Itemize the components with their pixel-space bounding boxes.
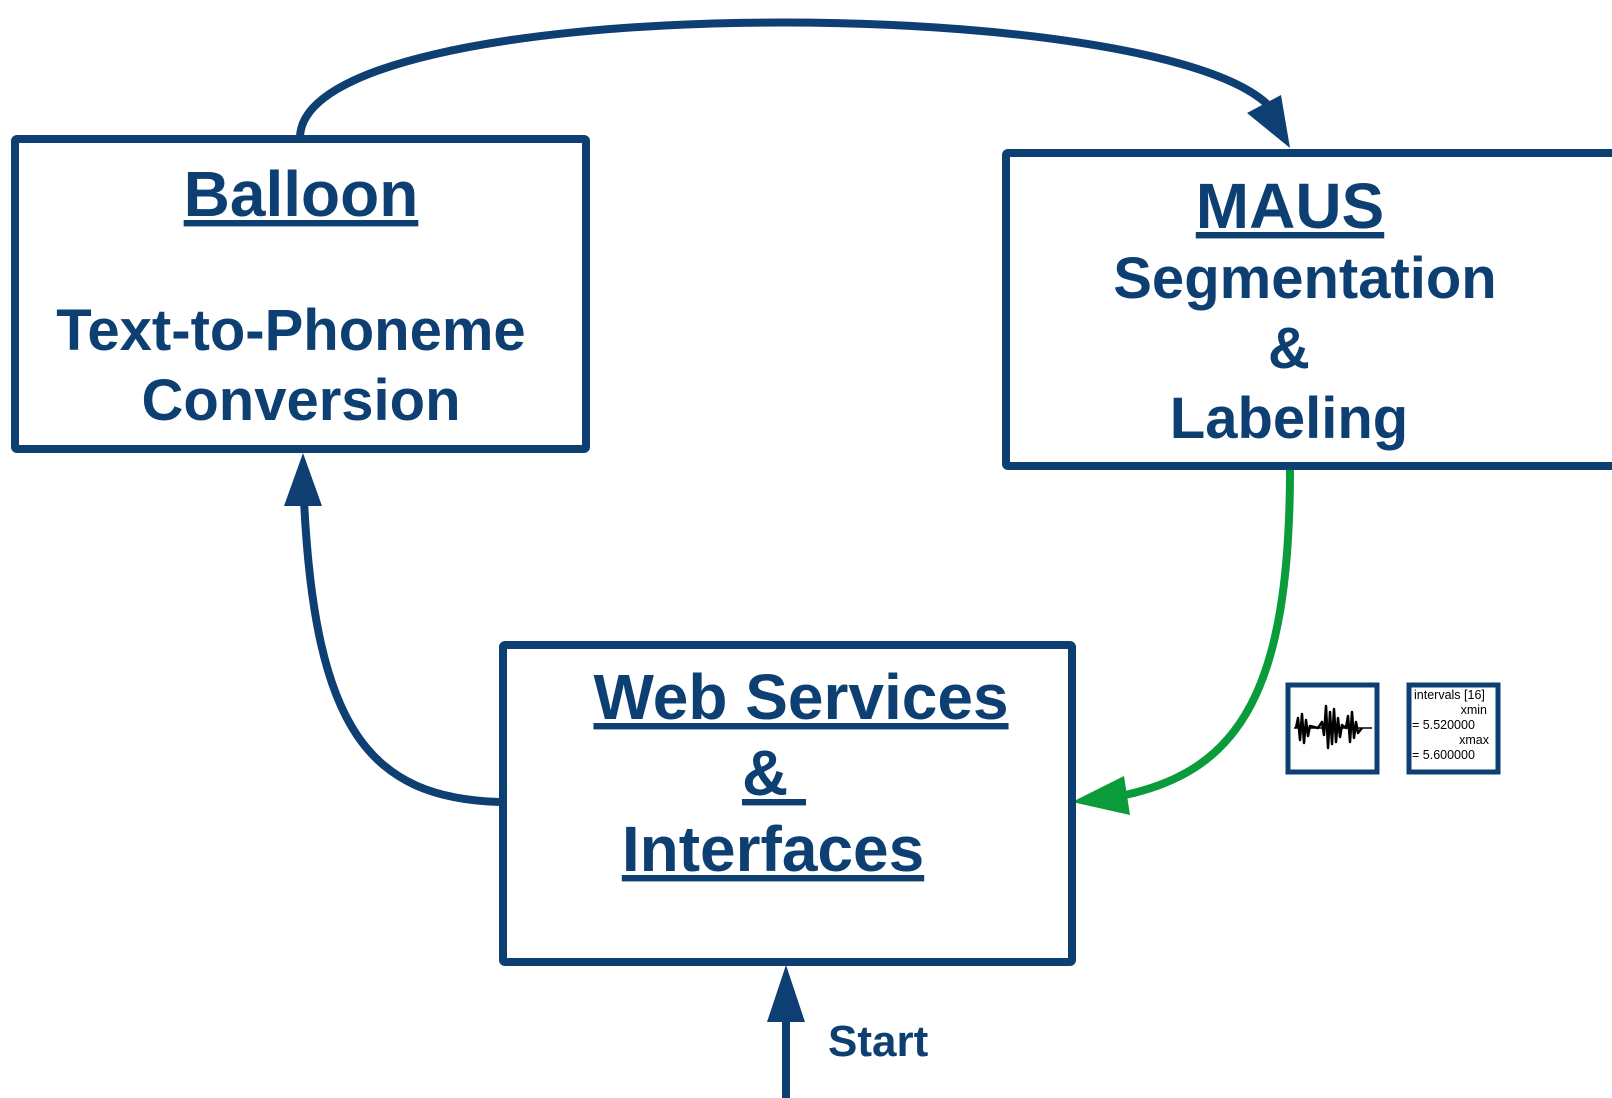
arrow-balloon-to-maus — [296, 18, 1271, 139]
arrowhead-maus — [1247, 95, 1290, 148]
textgrid-file: intervals [16] xmin = 5.520000 xmax = 5.… — [1406, 682, 1501, 775]
maus-node: MAUS Segmentation & Labeling — [1002, 149, 1612, 470]
waveform-signal — [1294, 704, 1363, 750]
balloon-line-2: Conversion — [141, 368, 460, 433]
maus-line-2: & — [1268, 316, 1310, 381]
textgrid-line-2: xmin — [1461, 703, 1487, 717]
webservices-title-line-1: Web Services — [593, 661, 1008, 733]
arrowhead-balloon — [284, 453, 322, 506]
textgrid-line-4: xmax — [1459, 733, 1490, 747]
webservices-node: Web Services & Interfaces — [499, 641, 1076, 966]
maus-title: MAUS — [1196, 170, 1384, 242]
start-label: Start — [828, 1017, 929, 1066]
balloon-box — [11, 135, 590, 453]
webservices-title-line-3: Interfaces — [622, 813, 924, 885]
maus-line-1: Segmentation — [1113, 246, 1497, 311]
textgrid-line-5: = 5.600000 — [1412, 748, 1475, 762]
balloon-node: Balloon Text-to-Phoneme Conversion — [11, 135, 590, 453]
maus-line-3: Labeling — [1170, 386, 1408, 451]
webservices-title-line-2: & — [742, 737, 806, 809]
arrow-webservices-to-balloon — [300, 499, 501, 806]
textgrid-frame — [1406, 682, 1501, 775]
arrowhead-webservices — [1072, 776, 1130, 815]
arrowhead-start — [767, 965, 805, 1022]
textgrid-line-1: intervals [16] — [1414, 688, 1485, 702]
maus-box — [1002, 149, 1612, 470]
textgrid-line-3: = 5.520000 — [1412, 718, 1475, 732]
balloon-title: Balloon — [184, 158, 419, 230]
balloon-line-1: Text-to-Phoneme — [56, 298, 525, 363]
arrow-maus-to-webservices — [1124, 467, 1294, 799]
waveform-icon — [1285, 682, 1380, 775]
webservices-box — [499, 641, 1076, 966]
